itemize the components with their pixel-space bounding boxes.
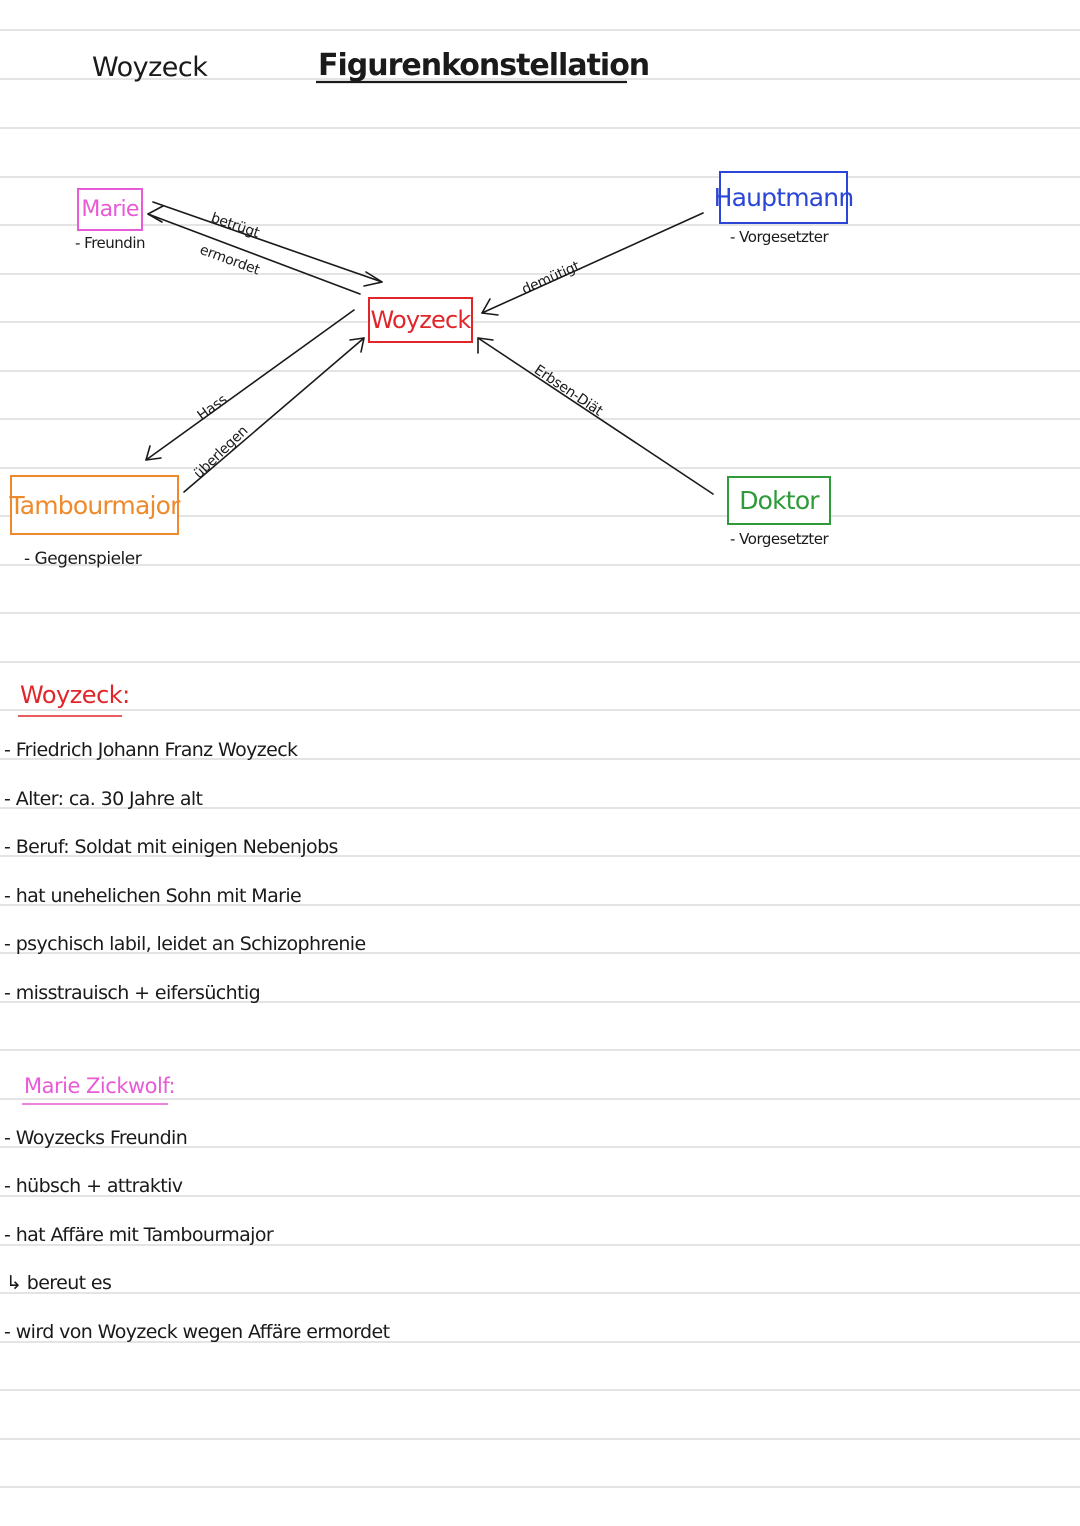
node-tambourmajor-subtitle: - Gegenspieler <box>24 549 142 569</box>
page-subject: Woyzeck <box>92 52 208 83</box>
arrowhead-erbsen <box>477 337 494 354</box>
node-hauptmann-subtitle: - Vorgesetzter <box>730 228 829 246</box>
edge-woyzeck-marie <box>147 213 361 295</box>
node-marie: Marie <box>77 188 143 231</box>
marie-note-item: - hübsch + attraktiv <box>4 1175 183 1197</box>
marie-note-item: ↳ bereut es <box>6 1272 112 1294</box>
node-woyzeck-center: Woyzeck <box>368 297 473 343</box>
node-doktor-label: Doktor <box>739 486 819 515</box>
arrowhead-hass <box>145 445 162 461</box>
edge-hauptmann-woyzeck <box>481 212 704 314</box>
node-marie-subtitle: - Freundin <box>75 234 146 252</box>
node-marie-label: Marie <box>81 197 139 222</box>
marie-note-item: - Woyzecks Freundin <box>4 1127 188 1149</box>
arrowhead-demuetigt <box>481 298 499 316</box>
arrowhead-ueberlegen <box>349 337 365 353</box>
edge-doktor-woyzeck <box>477 337 714 495</box>
marie-notes-heading: Marie Zickwolf: <box>24 1074 176 1098</box>
woyzeck-note-item: - hat unehelichen Sohn mit Marie <box>4 885 302 907</box>
node-hauptmann-label: Hauptmann <box>713 183 855 212</box>
marie-note-item: - hat Affäre mit Tambourmajor <box>4 1224 274 1246</box>
node-doktor: Doktor <box>727 476 831 525</box>
woyzeck-note-item: - Alter: ca. 30 Jahre alt <box>4 788 203 810</box>
node-doktor-subtitle: - Vorgesetzter <box>730 530 829 548</box>
edge-tambourmajor-woyzeck <box>183 337 365 493</box>
woyzeck-note-item: - misstrauisch + eifersüchtig <box>4 982 261 1004</box>
woyzeck-note-item: - Friedrich Johann Franz Woyzeck <box>4 739 298 761</box>
marie-note-item: - wird von Woyzeck wegen Affäre ermordet <box>4 1321 390 1343</box>
page-title: Figurenkonstellation <box>318 48 650 83</box>
node-woyzeck-label: Woyzeck <box>370 306 471 334</box>
node-hauptmann: Hauptmann <box>714 171 854 224</box>
node-tambourmajor-label: Tambourmajor <box>9 490 180 520</box>
woyzeck-notes-heading: Woyzeck: <box>20 681 130 709</box>
edge-woyzeck-tambourmajor <box>145 309 355 461</box>
woyzeck-note-item: - psychisch labil, leidet an Schizophren… <box>4 933 366 955</box>
arrowhead-ermordet <box>147 205 164 223</box>
arrowhead-betruegt <box>363 271 383 287</box>
edge-marie-woyzeck <box>152 201 383 283</box>
woyzeck-note-item: - Beruf: Soldat mit einigen Nebenjobs <box>4 836 338 858</box>
node-tambourmajor: Tambourmajor <box>9 475 180 535</box>
